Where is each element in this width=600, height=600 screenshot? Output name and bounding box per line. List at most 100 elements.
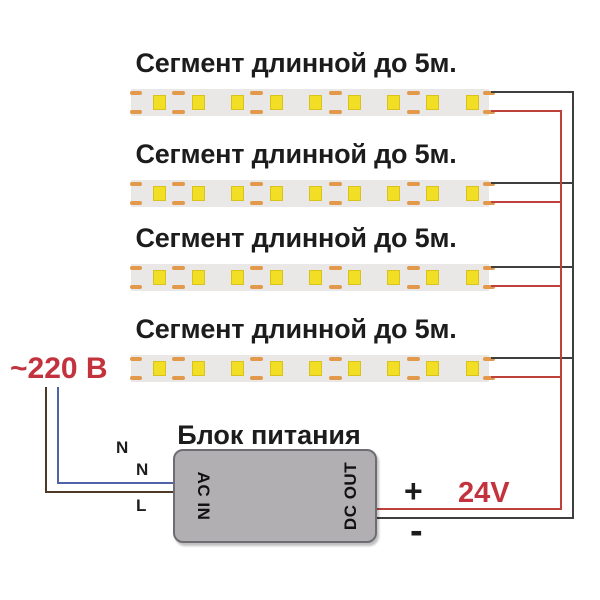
solder-pad	[172, 182, 186, 186]
solder-pad-left	[130, 201, 142, 205]
led-chip	[348, 270, 362, 285]
dc-out-label: DC OUT	[341, 461, 360, 531]
led-chip	[152, 95, 166, 110]
solder-pad	[328, 91, 342, 95]
solder-pad	[172, 285, 186, 289]
wire-ac-line	[45, 491, 173, 493]
solder-pad	[328, 182, 342, 186]
solder-pad	[172, 201, 186, 205]
led-strip	[130, 264, 495, 291]
solder-pad	[250, 285, 264, 289]
led-chip	[426, 95, 440, 110]
led-chip	[309, 186, 322, 201]
solder-pad	[172, 91, 186, 95]
wire-strip-positive	[491, 376, 561, 378]
wire-strip-negative	[491, 357, 573, 359]
led-chip	[191, 186, 205, 201]
solder-pad-right	[483, 285, 495, 289]
led-chip	[230, 186, 244, 201]
solder-pad	[250, 266, 264, 270]
segment-title: Сегмент длинной до 5м.	[135, 139, 457, 169]
led-chip	[152, 361, 166, 376]
led-chip	[426, 270, 440, 285]
wire-label-n2: N	[136, 460, 149, 479]
solder-pad	[406, 357, 420, 361]
segment-title: Сегмент длинной до 5м.	[135, 223, 457, 253]
solder-pad	[250, 110, 264, 114]
led-chip	[387, 361, 401, 376]
solder-pad	[172, 357, 186, 361]
solder-pad-right	[483, 376, 495, 380]
solder-pad	[328, 266, 342, 270]
led-strip	[130, 180, 495, 207]
solder-pad-right	[483, 266, 495, 270]
solder-pad	[328, 201, 342, 205]
led-chip	[230, 270, 244, 285]
led-chip	[309, 361, 322, 376]
solder-pad	[406, 201, 420, 205]
led-chip	[426, 361, 440, 376]
dc-voltage-label: 24V	[458, 477, 510, 509]
solder-pad	[250, 201, 264, 205]
wire-strip-positive	[491, 110, 561, 112]
solder-pad	[406, 266, 420, 270]
solder-pad	[328, 376, 342, 380]
solder-pad	[250, 376, 264, 380]
led-chip	[465, 186, 479, 201]
wire-dc-minus	[377, 517, 574, 519]
wire-strip-negative	[491, 266, 573, 268]
led-chip	[152, 186, 166, 201]
solder-pad-left	[130, 182, 142, 186]
led-chip	[426, 186, 440, 201]
minus-label: -	[410, 510, 423, 552]
psu-box	[173, 449, 377, 543]
led-chip	[230, 95, 244, 110]
led-chip	[269, 186, 283, 201]
led-chip	[348, 95, 362, 110]
wire-strip-negative	[491, 182, 573, 184]
psu-title: Блок питания	[177, 420, 361, 450]
solder-pad	[328, 110, 342, 114]
led-chip	[269, 270, 283, 285]
solder-pad	[172, 376, 186, 380]
solder-pad	[172, 266, 186, 270]
segment-title: Сегмент длинной до 5м.	[135, 48, 457, 78]
solder-pad-left	[130, 357, 142, 361]
solder-pad-right	[483, 182, 495, 186]
wire-strip-positive	[491, 285, 561, 287]
mains-voltage-label: ~220 В	[10, 352, 108, 385]
led-chip	[191, 361, 205, 376]
led-strip	[130, 89, 495, 116]
solder-pad	[172, 110, 186, 114]
solder-pad-left	[130, 285, 142, 289]
wire-ac-neutral	[57, 482, 173, 484]
solder-pad-right	[483, 201, 495, 205]
led-chip	[387, 270, 401, 285]
solder-pad	[250, 91, 264, 95]
led-chip	[269, 95, 283, 110]
solder-pad	[406, 91, 420, 95]
wire-dc-plus	[377, 508, 562, 510]
led-chip	[309, 270, 322, 285]
wire-ac-line	[45, 387, 47, 493]
wire-label-n1: N	[116, 438, 129, 457]
ac-in-label: AC IN	[194, 471, 213, 521]
solder-pad	[250, 182, 264, 186]
led-chip	[465, 95, 479, 110]
solder-pad	[250, 357, 264, 361]
solder-pad-left	[130, 110, 142, 114]
wire-strip-positive	[491, 201, 561, 203]
solder-pad	[406, 285, 420, 289]
wire-label-l: L	[136, 496, 147, 515]
led-chip	[387, 95, 401, 110]
solder-pad-left	[130, 376, 142, 380]
wire-strip-negative	[491, 91, 573, 93]
solder-pad	[406, 376, 420, 380]
led-chip	[269, 361, 283, 376]
led-strip	[130, 355, 495, 382]
solder-pad-left	[130, 91, 142, 95]
solder-pad-right	[483, 110, 495, 114]
solder-pad-right	[483, 91, 495, 95]
wire-black-bus	[572, 91, 574, 519]
